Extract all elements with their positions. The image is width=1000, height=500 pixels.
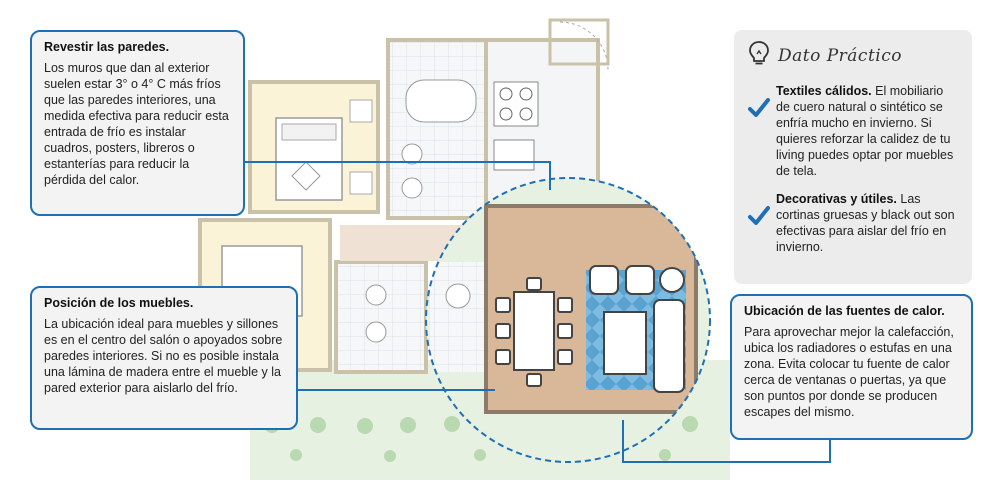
callout-revestir-paredes: Revestir las paredes. Los muros que dan … (30, 30, 245, 216)
callout-title: Posición de los muebles. (44, 296, 194, 310)
tip-text: Decorativas y útiles. Las cortinas grues… (776, 191, 958, 255)
tip-body: Las cortinas gruesas y black out son efe… (776, 192, 955, 254)
checkmark-icon (748, 98, 770, 117)
dato-header: Dato Práctico (748, 40, 958, 71)
bathrooms (334, 38, 488, 374)
callout-body: Para aprovechar mejor la calefacción, ub… (744, 325, 954, 419)
tip-text: Textiles cálidos. El mobiliario de cuero… (776, 83, 958, 179)
tip-bold: Decorativas y útiles. (776, 192, 897, 206)
connector-lines (245, 161, 831, 463)
tip-body: El mobiliario de cuero natural o sintéti… (776, 84, 954, 178)
dato-practico-panel: Dato Práctico Textiles cálidos. El mobil… (734, 30, 972, 284)
lightbulb-icon (748, 40, 770, 71)
bedroom-top (248, 80, 380, 214)
tip-item: Decorativas y útiles. Las cortinas grues… (748, 191, 958, 255)
checkmark-icon (748, 206, 770, 225)
callout-title: Ubicación de las fuentes de calor. (744, 304, 945, 318)
callout-fuentes-calor: Ubicación de las fuentes de calor. Para … (730, 294, 973, 440)
callout-body: Los muros que dan al exterior suelen est… (44, 61, 229, 187)
callout-posicion-muebles: Posición de los muebles. La ubicación id… (30, 286, 298, 430)
tip-item: Textiles cálidos. El mobiliario de cuero… (748, 83, 958, 179)
callout-title: Revestir las paredes. (44, 40, 170, 54)
dato-title: Dato Práctico (778, 45, 902, 66)
tip-bold: Textiles cálidos. (776, 84, 872, 98)
highlight-circle (425, 177, 711, 463)
living-room (426, 178, 710, 462)
callout-body: La ubicación ideal para muebles y sillon… (44, 317, 283, 395)
